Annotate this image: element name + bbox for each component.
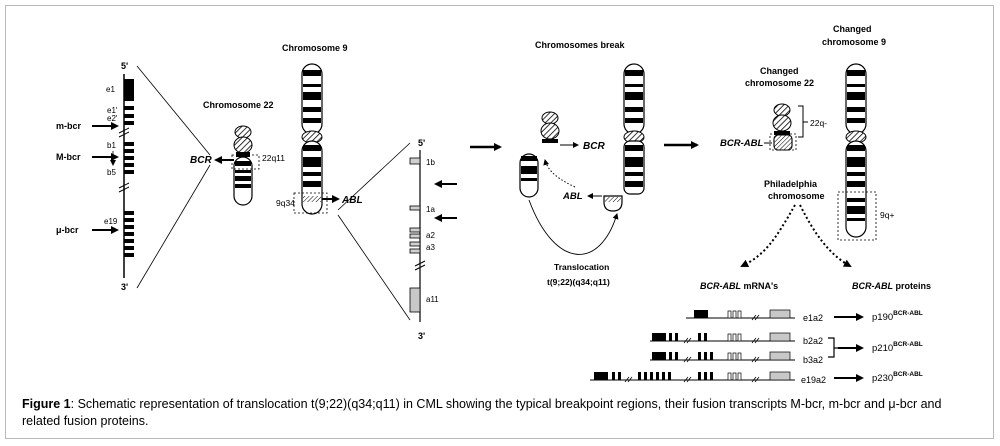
changed9-band: 9q+ (880, 210, 894, 220)
bcr-five-prime: 5' (121, 61, 128, 71)
changed22-title-2: chromosome 22 (745, 78, 814, 88)
transcript-e19a2: e19a2 (590, 371, 826, 385)
transcript-b3a2: b3a2 (650, 351, 823, 365)
chromosomes-break: Chromosomes break BCR ABL Translo (519, 40, 645, 287)
protein-p190: p190BCR-ABL (872, 310, 923, 323)
abl-five-prime: 5' (418, 138, 425, 148)
abl-three-prime: 3' (418, 331, 425, 341)
transcript-label-b2a2: b2a2 (803, 336, 823, 346)
abl-exon-a2: a2 (426, 231, 435, 240)
chr22-gene-bcr: BCR (190, 155, 212, 166)
bcr-exon-e1 (124, 79, 134, 101)
region-mu-bcr: μ-bcr (56, 225, 79, 235)
chr9-gene-abl: ABL (341, 195, 363, 206)
transcript-label-b3a2: b3a2 (803, 355, 823, 365)
changed22-band: 22q- (810, 118, 827, 128)
mrna-header: BCR-ABL mRNA's (700, 281, 778, 291)
figure-caption: Figure 1: Schematic representation of tr… (22, 396, 982, 430)
bcr-gene-map: 5' 3' e1 e1' e2' b1 b5 e19 m-bcr M-bcr (56, 61, 211, 292)
philadelphia-1: Philadelphia (764, 179, 818, 189)
translocation-code: t(9;22)(q34;q11) (547, 277, 610, 287)
chromosome-22: Chromosome 22 22q11 BCR (190, 100, 285, 206)
changed22-fusion: BCR-ABL (720, 138, 763, 149)
protein-p230: p230BCR-ABL (872, 371, 923, 384)
changed9-title-2: chromosome 9 (822, 37, 886, 47)
exon-label-e2prime: e2' (107, 114, 118, 123)
changed-chromosome-9: Changed chromosome 9 9q+ (822, 24, 894, 241)
abl-exon-1a: 1a (426, 205, 435, 214)
break-bcr: BCR (583, 141, 605, 152)
caption-text: : Schematic representation of translocat… (22, 397, 942, 428)
bcr-three-prime: 3' (121, 282, 128, 292)
transcript-e1a2: e1a2 (686, 309, 823, 323)
transcript-b2a2: b2a2 (650, 332, 823, 346)
caption-label: Figure 1 (22, 397, 71, 411)
exon-label-b5: b5 (107, 168, 116, 177)
transcript-label-e19a2: e19a2 (801, 375, 826, 385)
changed9-title-1: Changed (833, 24, 872, 34)
region-m-bcr: m-bcr (56, 121, 82, 131)
abl-exon-a11: a11 (426, 295, 439, 304)
changed-chromosome-22: Changed chromosome 22 BCR-ABL 22q- Phila… (720, 66, 852, 268)
abl-exon-a3: a3 (426, 243, 435, 252)
fusion-products: BCR-ABL mRNA's BCR-ABL proteins e1a2 (590, 281, 931, 385)
chr9-title: Chromosome 9 (282, 43, 348, 53)
transcript-label-e1a2: e1a2 (803, 313, 823, 323)
translocation-title: Translocation (554, 262, 609, 272)
protein-header: BCR-ABL proteins (852, 281, 931, 291)
figure-frame (5, 5, 994, 439)
break-abl: ABL (562, 191, 583, 202)
changed22-title-1: Changed (760, 66, 799, 76)
abl-gene-map: 5' 3' 1b 1a a2 a3 a11 (409, 138, 457, 341)
chromosome-9: Chromosome 9 9q34 ABL (276, 43, 411, 321)
abl-exon-1b: 1b (426, 158, 435, 167)
chr9-band: 9q34 (276, 198, 295, 208)
exon-label-e1prime: e1' (107, 106, 118, 115)
protein-p210: p210BCR-ABL (872, 341, 923, 354)
exon-label-e19: e19 (104, 217, 118, 226)
exon-label-e1: e1 (106, 85, 115, 94)
chr22-band: 22q11 (262, 153, 285, 163)
chr22-title: Chromosome 22 (203, 100, 274, 110)
exon-label-b1: b1 (107, 141, 116, 150)
break-title: Chromosomes break (535, 40, 626, 50)
philadelphia-2: chromosome (768, 191, 825, 201)
region-M-bcr: M-bcr (56, 152, 81, 162)
